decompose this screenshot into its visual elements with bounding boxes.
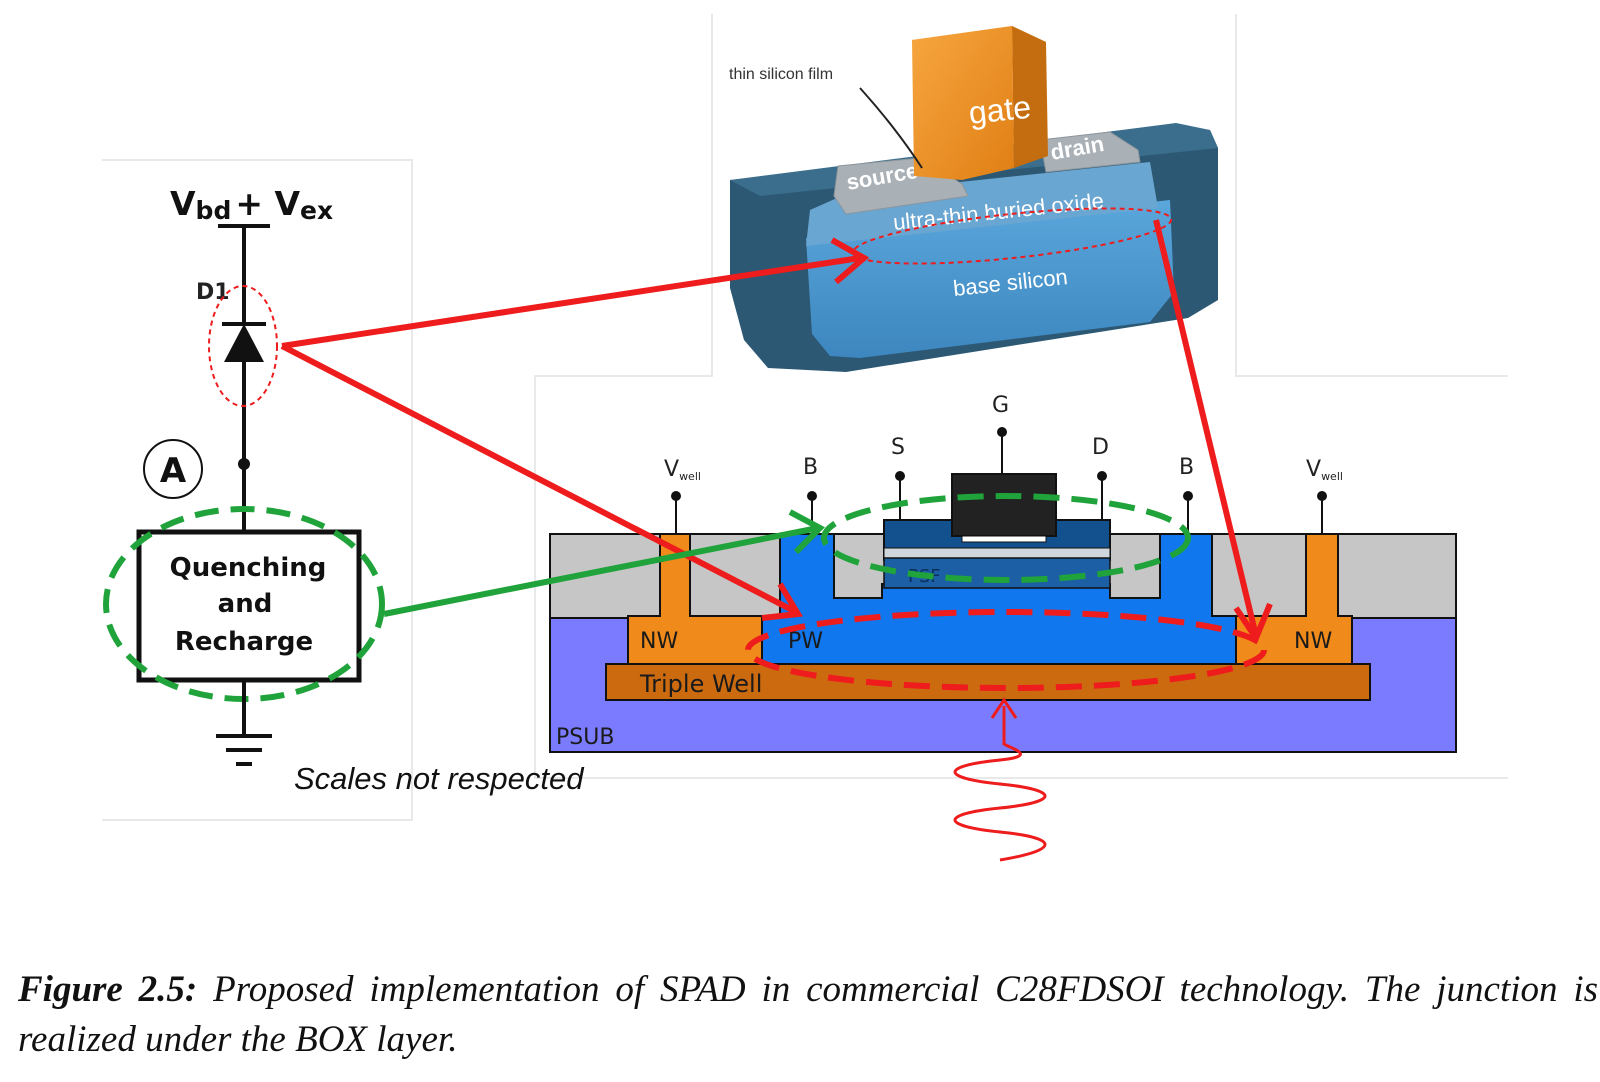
drain-pad (1039, 131, 1141, 173)
diode-triangle (224, 324, 264, 362)
transistor-highlight (821, 493, 1191, 583)
arrowhead-junction (1233, 602, 1273, 645)
gate-side (1012, 26, 1048, 168)
photon-arrowhead (990, 697, 1018, 719)
arrowhead-box (830, 237, 870, 285)
junction-highlight (745, 609, 1267, 691)
node-dot (238, 458, 250, 470)
pw-label: PW (788, 629, 823, 654)
figure-caption: Figure 2.5: Proposed implementation of S… (18, 965, 1598, 1065)
vwell-right-label: Vwell (1306, 457, 1343, 483)
quench-block (136, 529, 362, 683)
s-label: S (891, 435, 905, 460)
gate-oxide (961, 535, 1047, 543)
soi-film (883, 547, 1111, 559)
connection-arrows (280, 219, 1273, 645)
node-label: A (160, 451, 187, 491)
nw-right (1235, 533, 1353, 665)
film-leader-line (859, 87, 923, 169)
gate-label: gate (967, 89, 1033, 131)
arrow-quench-to-transistor (383, 525, 819, 617)
arrowhead-pw (761, 582, 803, 621)
terminal-dots (671, 427, 1327, 501)
vwell-left-label: Vwell (664, 457, 701, 483)
nw-left-label: NW (640, 629, 678, 654)
scale-note: Scales not respected (294, 761, 585, 796)
base-silicon (806, 200, 1174, 358)
b-left-label: B (803, 455, 818, 480)
d-label: D (1092, 435, 1109, 460)
arrowhead-transistor (788, 509, 825, 555)
photon-wave (953, 706, 1047, 862)
panel-frames (102, 14, 1508, 821)
diode-highlight (208, 285, 278, 407)
nw-right-label: NW (1294, 629, 1332, 654)
cross-section: PSF Vwell Vwell B B S D G NW NW PW Tripl… (294, 393, 1457, 862)
circuit-schematic: Vbd+ Vex D1 A Quenching and Recharge (103, 184, 385, 766)
fdsoi-3d-device: source drain gate ultra-thin buried oxid… (729, 26, 1218, 372)
film-label: thin silicon film (729, 66, 833, 83)
gate-block (951, 473, 1057, 537)
quench-line2: and (218, 589, 273, 619)
node-label-circle (143, 439, 203, 499)
arrow-box-to-junction (1153, 219, 1259, 637)
diode-label: D1 (196, 280, 230, 305)
g-label: G (992, 393, 1009, 418)
arrow-diode-to-pw (280, 343, 798, 615)
psub-label: PSUB (556, 725, 614, 750)
b-right-label: B (1179, 455, 1194, 480)
quench-line1: Quenching (170, 553, 327, 583)
quench-line3: Recharge (175, 627, 313, 657)
buried-oxide (806, 162, 1158, 246)
gate-front (912, 26, 1014, 180)
figure-label: Figure 2.5: (18, 969, 198, 1010)
arrow-diode-to-box (281, 255, 861, 349)
caption-text: Proposed implementation of SPAD in comme… (18, 969, 1599, 1060)
triple-well-label: Triple Well (639, 670, 762, 698)
terminal-pins (675, 432, 1323, 534)
supply-label: Vbd+ Vex (170, 184, 333, 225)
